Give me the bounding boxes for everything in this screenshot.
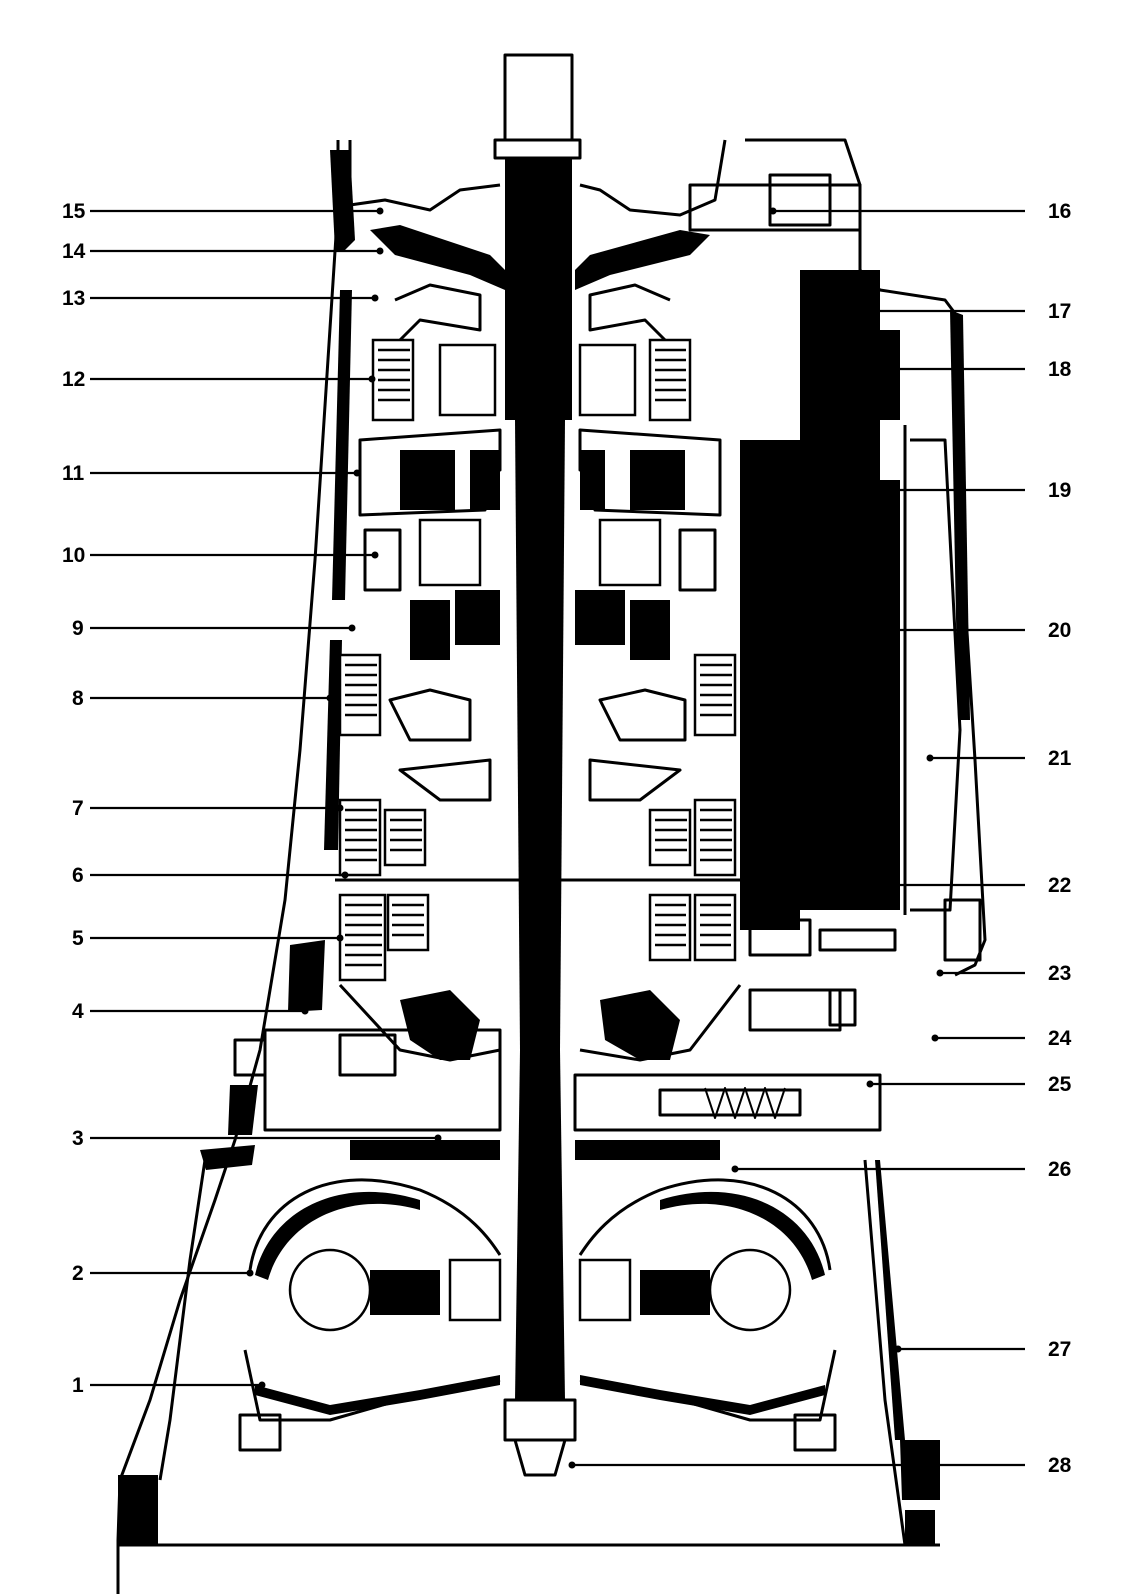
callout-24-target-dot [931,1034,939,1042]
callout-12-target-dot [368,375,376,383]
callout-26-target-dot [731,1165,739,1173]
callout-25: 25 [866,1073,1072,1096]
callout-5-target-dot [336,934,344,942]
callout-7-target-dot [336,804,344,812]
callout-18-label: 18 [1048,358,1072,381]
callout-9-target-dot [348,624,356,632]
callout-24: 24 [931,1027,1072,1050]
callout-11-target-dot [353,469,361,477]
callout-10: 10 [62,544,379,567]
callout-8: 8 [72,687,334,710]
callout-21-target-dot [926,754,934,762]
callout-1-label: 1 [72,1374,84,1397]
callout-20-target-dot [856,626,864,634]
callout-18-target-dot [854,365,862,373]
callout-9-label: 9 [72,617,84,640]
callout-10-label: 10 [62,544,85,567]
callout-3-target-dot [434,1134,442,1142]
callout-20: 20 [856,619,1071,642]
callout-28-target-dot [568,1461,576,1469]
callout-17: 17 [811,300,1071,323]
callout-2: 2 [72,1262,254,1285]
callout-16: 16 [769,200,1071,223]
callout-25-label: 25 [1048,1073,1072,1096]
callout-6-label: 6 [72,864,84,887]
callout-27-target-dot [894,1345,902,1353]
callout-16-label: 16 [1048,200,1071,223]
callout-13: 13 [62,287,379,310]
callout-15-target-dot [376,207,384,215]
callout-8-label: 8 [72,687,84,710]
callout-14-label: 14 [62,240,86,263]
callout-13-label: 13 [62,287,85,310]
callout-2-label: 2 [72,1262,84,1285]
callout-13-target-dot [371,294,379,302]
callout-9: 9 [72,617,356,640]
callout-16-target-dot [769,207,777,215]
callout-4-label: 4 [72,1000,84,1023]
callout-27: 27 [894,1338,1071,1361]
callout-5-label: 5 [72,927,84,950]
callout-3: 3 [72,1127,442,1150]
callout-28-label: 28 [1048,1454,1072,1477]
callout-11: 11 [62,462,361,485]
callout-19-target-dot [776,486,784,494]
callout-23-label: 23 [1048,962,1071,985]
callout-14-target-dot [376,247,384,255]
callout-26: 26 [731,1158,1071,1181]
callout-28: 28 [568,1454,1072,1477]
callout-15-label: 15 [62,200,86,223]
callout-3-label: 3 [72,1127,84,1150]
callout-21: 21 [926,747,1072,770]
callout-27-label: 27 [1048,1338,1071,1361]
callout-15: 15 [62,200,384,223]
callout-1-target-dot [258,1381,266,1389]
callout-8-target-dot [326,694,334,702]
callout-24-label: 24 [1048,1027,1072,1050]
transmission-drawing [116,53,987,1594]
callout-12-label: 12 [62,368,85,391]
callout-1: 1 [72,1374,266,1397]
callout-14: 14 [62,240,384,263]
callout-5: 5 [72,927,344,950]
callout-11-label: 11 [62,462,85,485]
callout-12: 12 [62,368,376,391]
callout-4-target-dot [301,1007,309,1015]
callout-19-label: 19 [1048,479,1071,502]
callout-25-target-dot [866,1080,874,1088]
callout-7: 7 [72,797,344,820]
callout-19: 19 [776,479,1071,502]
callout-22-label: 22 [1048,874,1071,897]
callout-21-label: 21 [1048,747,1072,770]
callout-22: 22 [880,874,1071,897]
callout-6: 6 [72,864,349,887]
callout-4: 4 [72,1000,309,1023]
callout-20-label: 20 [1048,619,1071,642]
callout-26-label: 26 [1048,1158,1071,1181]
callout-10-target-dot [371,551,379,559]
callout-17-target-dot [811,307,819,315]
callout-23: 23 [936,962,1071,985]
callout-22-target-dot [880,881,888,889]
callout-17-label: 17 [1048,300,1071,323]
callout-23-target-dot [936,969,944,977]
callout-2-target-dot [246,1269,254,1277]
callout-7-label: 7 [72,797,84,820]
callout-6-target-dot [341,871,349,879]
callout-18: 18 [854,358,1072,381]
